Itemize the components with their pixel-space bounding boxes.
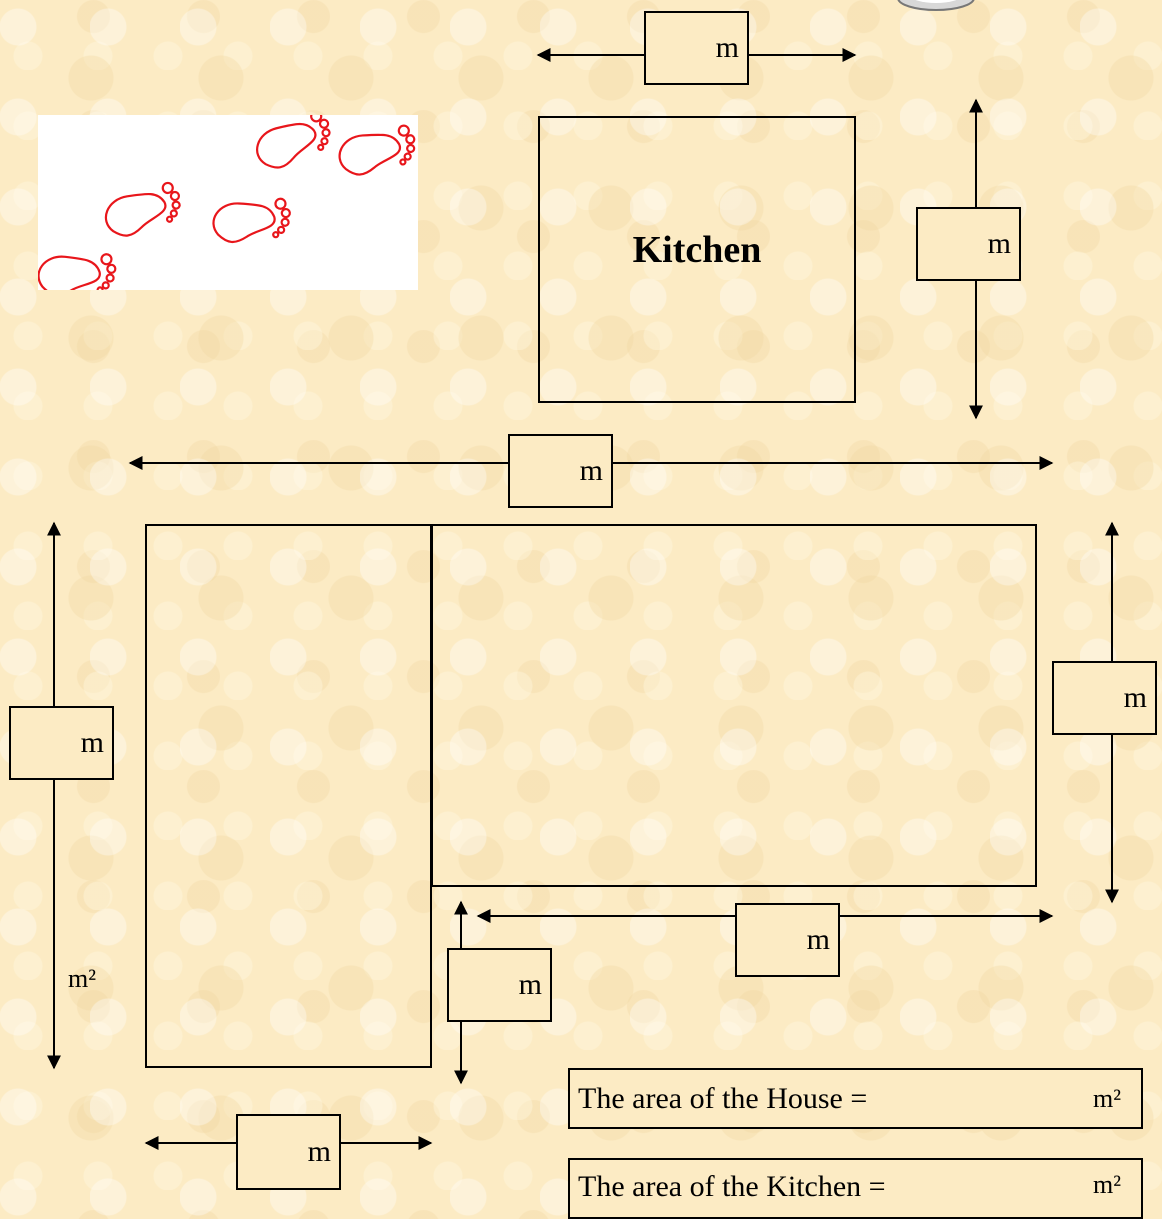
footprints-icon (37, 110, 418, 296)
room-b (431, 524, 1037, 887)
kitchen-room (538, 116, 856, 403)
kitchen-label: Kitchen (632, 229, 762, 271)
room-b-height-box[interactable]: m (1052, 661, 1157, 735)
unit-label: m (80, 726, 104, 759)
area-unit-label: m² (68, 964, 97, 993)
room-a-width-box[interactable]: m (236, 1114, 341, 1190)
room-a (145, 524, 432, 1068)
clipped-image-icon (897, 0, 975, 11)
kitchen-area-text: The area of the Kitchen = (578, 1170, 886, 1203)
house-area-unit: m² (1092, 1083, 1121, 1113)
unit-label: m (1123, 681, 1147, 714)
kitchen-width-box[interactable]: m (644, 11, 749, 85)
kitchen-area-unit: m² (1092, 1170, 1121, 1199)
unit-label: m (806, 923, 830, 956)
kitchen-height-box[interactable]: m (916, 207, 1021, 281)
unit-label: m (307, 1135, 331, 1168)
gap-height-box[interactable]: m (447, 948, 552, 1022)
house-area-box[interactable]: The area of the House = m² (568, 1068, 1143, 1129)
unit-label: m (987, 227, 1011, 260)
unit-label: m (715, 31, 739, 64)
house-height-box[interactable]: m (9, 706, 114, 780)
unit-label: m (579, 454, 603, 487)
house-area-text: The area of the House = (578, 1081, 868, 1115)
unit-label: m (518, 968, 542, 1001)
house-width-box[interactable]: m (508, 434, 613, 508)
room-b-width-box[interactable]: m (735, 903, 840, 977)
kitchen-area-box[interactable]: The area of the Kitchen = m² (568, 1158, 1143, 1219)
